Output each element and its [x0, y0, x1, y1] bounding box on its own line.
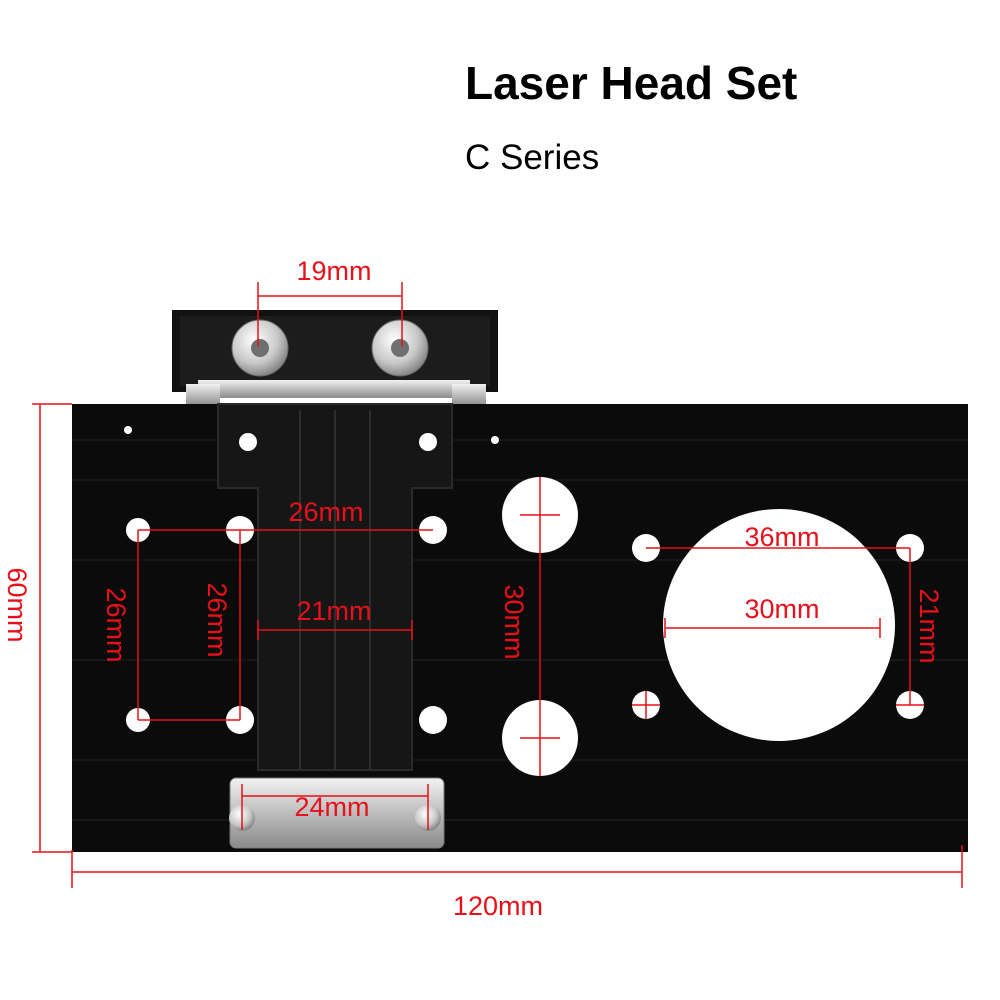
dim-bottom-bolt-spacing: 24mm — [294, 792, 369, 822]
dim-motor-hole-spacing: 36mm — [744, 522, 819, 552]
mount-hole-bottom-right — [419, 706, 447, 734]
top-bracket — [172, 310, 498, 406]
dim-large-hole-vertical: 30mm — [499, 584, 529, 659]
dim-right-vertical: 21mm — [914, 588, 944, 663]
dim-left-inner-vertical: 26mm — [202, 582, 232, 657]
carriage-hole-right — [419, 433, 437, 451]
top-nut-right — [452, 384, 486, 406]
page-subtitle: C Series — [465, 138, 600, 177]
carriage-hole-left — [239, 433, 257, 451]
dim-upper-hole-spacing: 26mm — [288, 497, 363, 527]
motor-bore — [663, 509, 895, 741]
dimension-lines — [32, 282, 963, 888]
dim-top-bolt-spacing: 19mm — [296, 256, 371, 286]
page-title: Laser Head Set — [465, 57, 798, 109]
dim-center-width: 21mm — [296, 596, 371, 626]
top-bolts — [231, 319, 429, 377]
dim-overall-width: 120mm — [453, 891, 543, 921]
dimension-labels: 19mm 26mm 21mm 36mm 30mm 24mm 120mm 26mm… — [2, 256, 944, 921]
dim-overall-height: 60mm — [2, 567, 32, 642]
dim-left-outer-vertical: 26mm — [101, 587, 131, 662]
top-steel-strip — [198, 380, 470, 398]
dim-motor-bore: 30mm — [744, 594, 819, 624]
top-nut-left — [186, 384, 220, 406]
